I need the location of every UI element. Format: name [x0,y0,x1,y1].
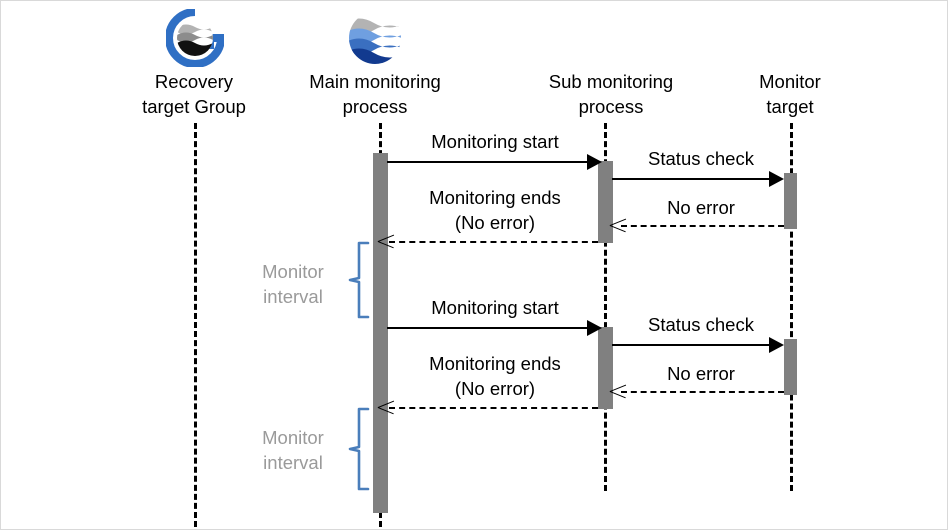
arrowhead-monitoring-ends-2 [378,399,394,415]
arrowhead-monitoring-start-1 [587,154,602,170]
globe-g-ring-icon [165,8,226,68]
message-label-status-check-1: Status check [648,148,754,169]
message-line-monitoring-ends-1 [389,241,598,243]
message-line-no-error-2 [621,391,784,393]
message-label-monitoring-start-2: Monitoring start [431,297,559,318]
arrowhead-status-check-2 [769,337,784,353]
activation-bar-main-monitoring-process [373,153,388,513]
message-label-no-error-2: No error [667,363,735,384]
participant-label-recovery-target-group: Recovery target Group [142,71,246,117]
participant-label-main-monitoring-process: Main monitoring process [309,71,441,117]
interval-label-monitor-interval-1: Monitor interval [262,261,324,307]
arrowhead-status-check-1 [769,171,784,187]
monitor-interval-brace-2 [346,407,372,491]
message-label-status-check-2: Status check [648,314,754,335]
globe-waves-icon [346,9,404,67]
message-label-no-error-1: No error [667,197,735,218]
activation-bar-monitor-target-2 [784,339,797,395]
message-label-monitoring-ends-1: Monitoring ends (No error) [429,187,561,233]
lifeline-recovery-target-group [194,123,197,527]
participant-label-monitor-target: Monitor target [759,71,821,117]
message-label-monitoring-ends-2: Monitoring ends (No error) [429,353,561,399]
participant-label-sub-monitoring-process: Sub monitoring process [548,71,674,117]
activation-bar-monitor-target-1 [784,173,797,229]
arrowhead-monitoring-start-2 [587,320,602,336]
message-line-no-error-1 [621,225,784,227]
message-line-status-check-1 [612,178,769,180]
arrowhead-monitoring-ends-1 [378,233,394,249]
message-line-status-check-2 [612,344,769,346]
message-line-monitoring-start-1 [387,161,589,163]
arrowhead-no-error-1 [610,217,626,233]
interval-label-monitor-interval-2: Monitor interval [262,427,324,473]
message-label-monitoring-start-1: Monitoring start [431,131,559,152]
lifeline-monitor-target [790,123,793,491]
lifeline-sub-monitoring-process [604,123,607,491]
message-line-monitoring-start-2 [387,327,589,329]
monitor-interval-brace-1 [346,241,372,319]
message-line-monitoring-ends-2 [389,407,598,409]
arrowhead-no-error-2 [610,383,626,399]
